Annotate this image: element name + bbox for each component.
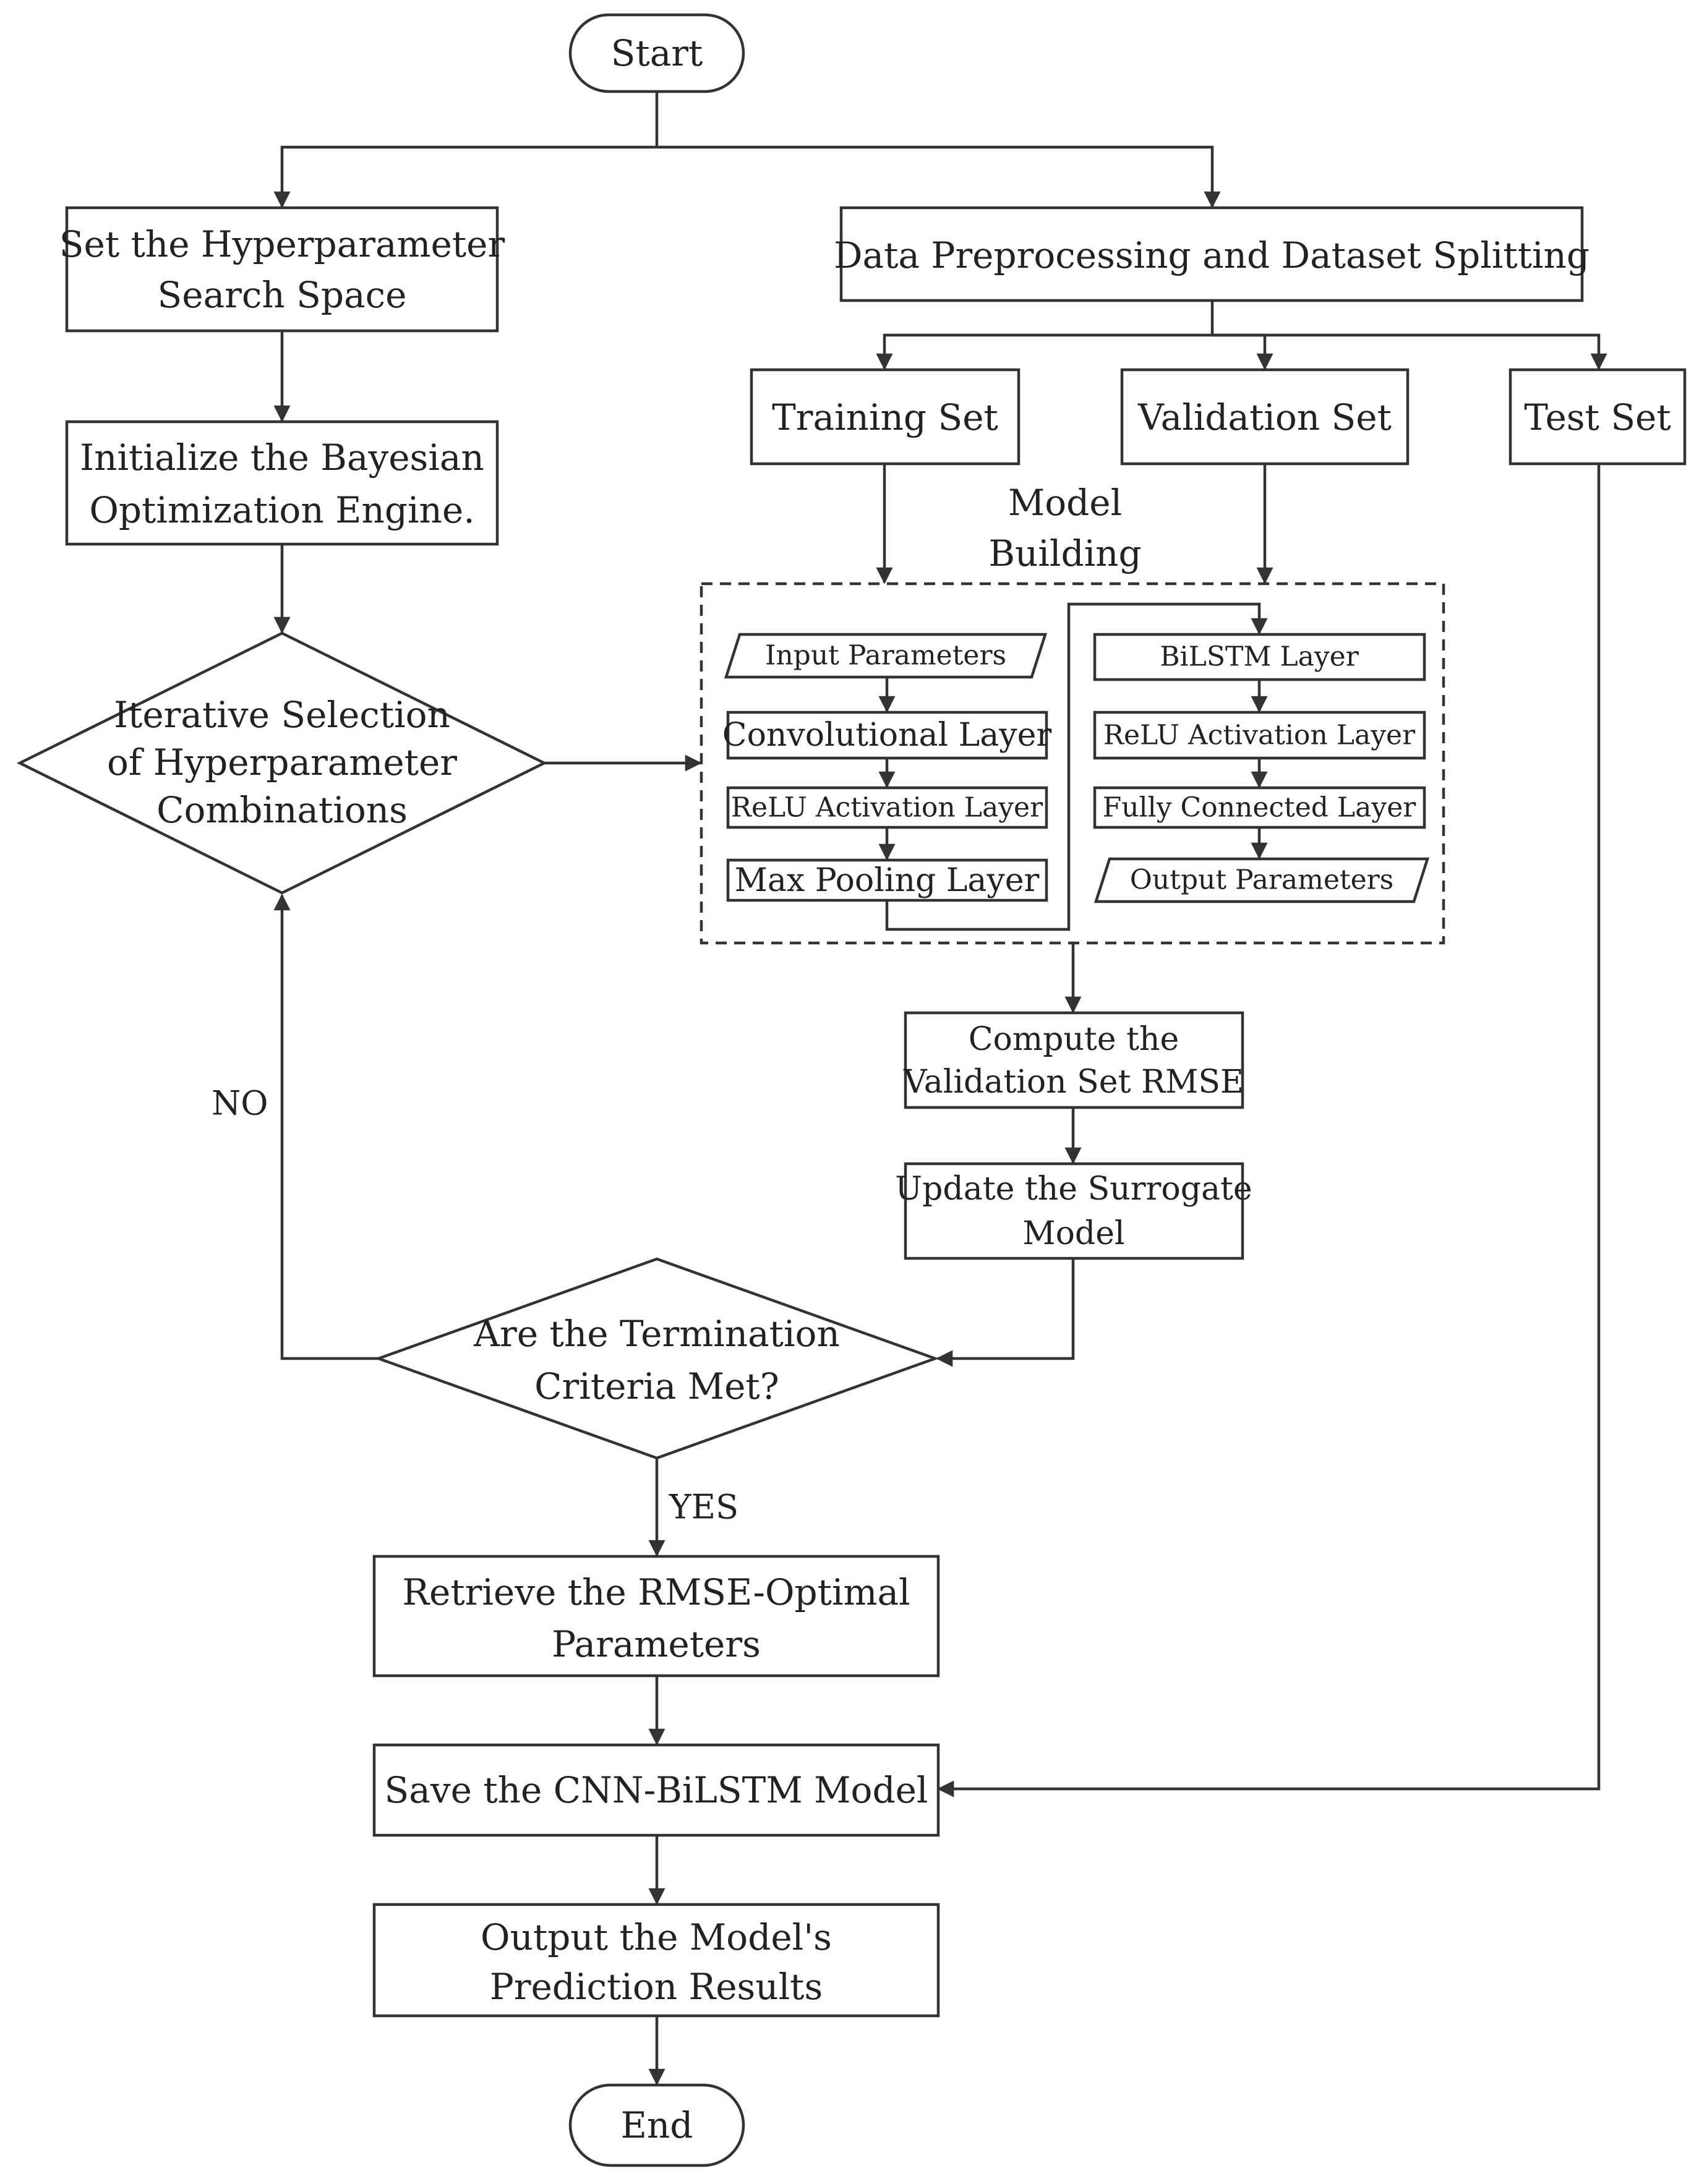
validation-set-label: Validation Set [1137, 396, 1392, 438]
relu1-label: ReLU Activation Layer [731, 792, 1043, 824]
update-surrogate-line-2: Model [1022, 1215, 1124, 1252]
compute-rmse-line-1: Compute the [969, 1021, 1179, 1058]
search-space-box: Set the Hyperparameter Search Space [59, 206, 505, 333]
bilstm-label: BiLSTM Layer [1160, 641, 1359, 673]
iterative-line-2: of Hyperparameter [107, 741, 457, 783]
connector-no-loop [273, 894, 379, 1360]
connector-preprocess-to-training [876, 333, 1212, 370]
maxpool-node: Max Pooling Layer [726, 858, 1048, 902]
connector-maxpool-to-bilstm [885, 602, 1268, 931]
search-space-line-2: Search Space [158, 274, 407, 316]
training-set-label: Training Set [772, 396, 998, 438]
compute-rmse-box: Compute the Validation Set RMSE [903, 1011, 1244, 1109]
bilstm-node: BiLSTM Layer [1093, 633, 1426, 681]
end-label: End [621, 2104, 693, 2146]
save-model-box: Save the CNN-BiLSTM Model [372, 1743, 940, 1837]
termination-decision: Are the Termination Criteria Met? [374, 1257, 939, 1460]
fc-label: Fully Connected Layer [1103, 792, 1417, 824]
end-terminator: End [568, 2083, 745, 2167]
init-bo-line-2: Optimization Engine. [89, 489, 474, 531]
test-set-label: Test Set [1524, 396, 1671, 438]
model-building-line-2: Building [988, 532, 1141, 574]
connector-start-to-search-space [273, 145, 657, 208]
connector-start-to-preprocess [657, 145, 1221, 208]
iterative-selection-decision: Iterative Selection of Hyperparameter Co… [16, 631, 548, 895]
connector-test-to-save [937, 464, 1601, 1798]
validation-set-box: Validation Set [1120, 368, 1410, 466]
output-parameters-label: Output Parameters [1130, 864, 1394, 896]
yes-label: YES [669, 1488, 738, 1527]
iterative-line-1: Iterative Selection [114, 694, 450, 736]
model-building-container [700, 582, 1445, 945]
retrieve-line-2: Parameters [552, 1623, 761, 1665]
connectors [273, 92, 1607, 2086]
model-building-line-1: Model [1008, 482, 1122, 524]
init-bo-box: Initialize the Bayesian Optimization Eng… [65, 420, 499, 546]
retrieve-line-1: Retrieve the RMSE-Optimal [402, 1571, 910, 1613]
no-label: NO [212, 1084, 268, 1123]
start-label: Start [611, 32, 703, 74]
connector-preprocess-to-test [1212, 333, 1607, 370]
relu2-label: ReLU Activation Layer [1103, 720, 1416, 751]
output-results-line-2: Prediction Results [490, 1966, 823, 2008]
preprocess-label: Data Preprocessing and Dataset Splitting [834, 234, 1590, 276]
fc-node: Fully Connected Layer [1093, 786, 1426, 829]
maxpool-label: Max Pooling Layer [735, 862, 1040, 899]
termination-line-2: Criteria Met? [534, 1365, 779, 1407]
start-terminator: Start [568, 13, 745, 93]
conv-layer-node: Convolutional Layer [722, 710, 1052, 760]
input-parameters-label: Input Parameters [765, 640, 1006, 672]
output-results-line-1: Output the Model's [481, 1916, 832, 1958]
retrieve-box: Retrieve the RMSE-Optimal Parameters [372, 1555, 940, 1678]
connector-update-to-termination [936, 1258, 1075, 1367]
test-set-box: Test Set [1509, 368, 1687, 466]
preprocess-box: Data Preprocessing and Dataset Splitting [834, 206, 1590, 302]
relu1-node: ReLU Activation Layer [726, 786, 1048, 829]
output-parameters-node: Output Parameters [1093, 857, 1430, 903]
termination-line-1: Are the Termination [473, 1313, 840, 1355]
output-results-box: Output the Model's Prediction Results [372, 1903, 940, 2018]
training-set-box: Training Set [750, 368, 1021, 466]
connector-preprocess-to-validation [1212, 333, 1273, 370]
relu2-node: ReLU Activation Layer [1093, 710, 1426, 760]
iterative-line-3: Combinations [156, 789, 408, 831]
init-bo-line-1: Initialize the Bayesian [80, 437, 484, 479]
compute-rmse-line-2: Validation Set RMSE [903, 1064, 1244, 1101]
search-space-line-1: Set the Hyperparameter [59, 223, 505, 265]
save-model-label: Save the CNN-BiLSTM Model [385, 1769, 928, 1811]
conv-layer-label: Convolutional Layer [722, 717, 1052, 754]
input-parameters-node: Input Parameters [724, 633, 1048, 679]
update-surrogate-box: Update the Surrogate Model [895, 1162, 1252, 1260]
update-surrogate-line-1: Update the Surrogate [895, 1171, 1252, 1208]
